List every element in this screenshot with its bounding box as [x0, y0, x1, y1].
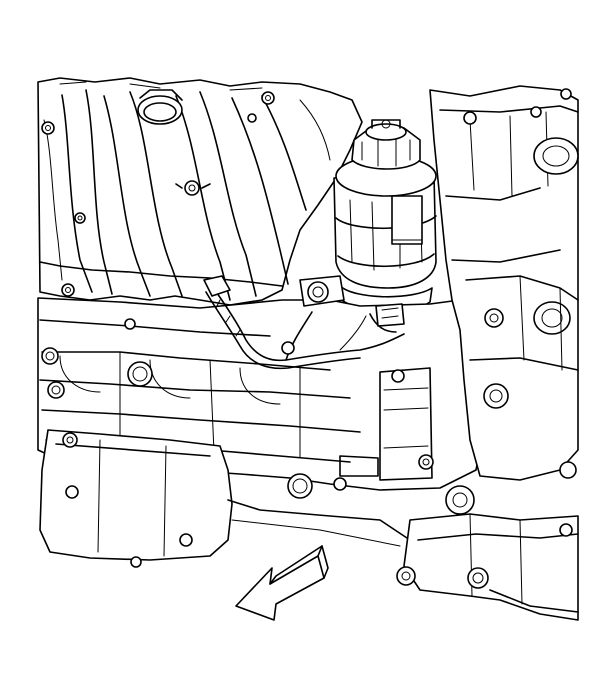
wiring-harness: [205, 285, 405, 370]
sensor-connector: [203, 275, 405, 327]
front-direction-arrow: [235, 545, 329, 621]
engine-mount-bracket: [396, 513, 579, 621]
intake-manifold: [37, 77, 363, 306]
oil-pan: [39, 429, 411, 568]
oil-filter-housing: [333, 155, 437, 312]
oil-filter-cap: [351, 119, 421, 170]
